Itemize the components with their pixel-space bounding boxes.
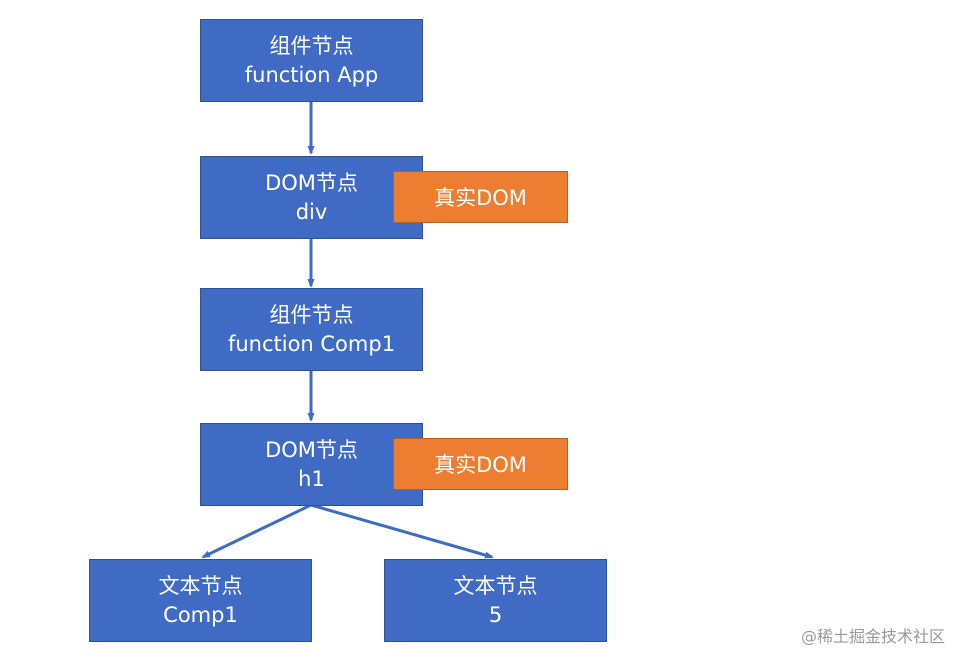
node-app-name: function App [244,62,379,87]
node-comp1: 组件节点 function Comp1 [200,288,423,371]
tag-div-real-dom: 真实DOM [393,171,568,223]
tag-h1-real-dom: 真实DOM [393,438,568,490]
node-app: 组件节点 function App [200,19,423,102]
node-text-5-type: 文本节点 [453,573,538,598]
node-comp1-name: function Comp1 [227,331,396,356]
node-text-comp1: 文本节点 Comp1 [89,559,312,642]
node-h1-name: h1 [298,466,325,491]
node-h1: DOM节点 h1 [200,423,423,506]
node-text-comp1-type: 文本节点 [158,573,243,598]
node-div-type: DOM节点 [265,170,358,195]
node-text-5-value: 5 [488,602,503,627]
edge-h1-to-text-5 [310,503,494,559]
node-text-comp1-value: Comp1 [163,602,238,627]
edge-h1-to-text-comp1 [201,503,312,559]
node-app-type: 组件节点 [269,33,354,58]
node-comp1-type: 组件节点 [269,302,354,327]
node-text-5: 文本节点 5 [384,559,607,642]
node-div: DOM节点 div [200,156,423,239]
node-div-name: div [295,199,328,224]
watermark: @稀土掘金技术社区 [800,627,945,646]
node-h1-type: DOM节点 [265,437,358,462]
